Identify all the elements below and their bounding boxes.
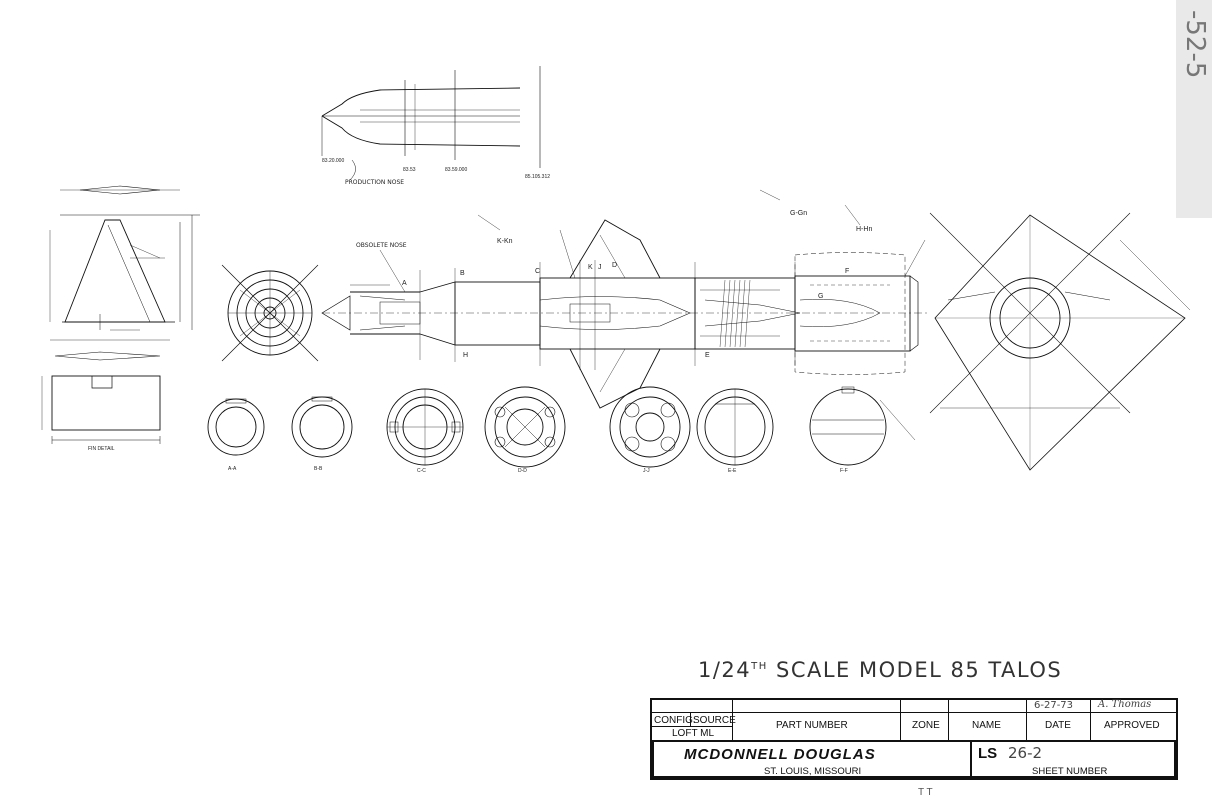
title-fraction: 1/24 xyxy=(698,658,752,682)
zone-label: ZONE xyxy=(912,720,940,731)
obsolete-nose-label: OBSOLETE NOSE xyxy=(356,242,407,249)
nose-station-3: 83.59.000 xyxy=(445,167,468,173)
callout-j: J xyxy=(598,264,602,271)
section-d-d xyxy=(484,386,566,468)
production-nose-label: PRODUCTION NOSE xyxy=(345,179,405,186)
title-text: SCALE MODEL 85 TALOS xyxy=(776,658,1063,682)
callout-k: K xyxy=(588,264,593,271)
approver-signature: A. Thomas xyxy=(1098,699,1152,710)
sheet-number-value: 26-2 xyxy=(1008,744,1043,762)
corner-note: -52-5 xyxy=(1180,10,1210,79)
callout-c: C xyxy=(535,268,541,275)
tb-rule-4 xyxy=(690,712,691,726)
missile-side-view xyxy=(321,189,930,409)
callout-a: A xyxy=(402,280,407,287)
company-box: MCDONNELL DOUGLAS ST. LOUIS, MISSOURI xyxy=(652,740,972,778)
section-label-c: C-C xyxy=(417,468,426,474)
section-label-e: E-E xyxy=(728,468,737,474)
config-label: CONFIG. xyxy=(654,715,696,726)
booster-end-view xyxy=(929,212,1191,471)
sheet-box: LS 26-2 SHEET NUMBER xyxy=(970,740,1176,778)
section-label-j: J-J xyxy=(643,468,650,474)
nose-station-4: 85.105.312 xyxy=(525,174,551,180)
fin-detail-view xyxy=(41,185,200,444)
view-label-h: H-Hn xyxy=(856,226,873,233)
name-label: NAME xyxy=(972,720,1001,731)
title-suffix: TH xyxy=(751,661,768,672)
tb-rule-6 xyxy=(900,700,901,740)
footer-mark: T T xyxy=(918,787,933,798)
scan-edge xyxy=(1176,0,1212,218)
section-label-b: B-B xyxy=(314,466,323,472)
callout-g: G xyxy=(818,293,824,300)
tb-rule-9 xyxy=(1090,700,1091,740)
section-label-d: D-D xyxy=(518,468,527,474)
production-nose-view xyxy=(321,66,541,181)
tb-rule-5 xyxy=(732,700,733,740)
callout-f: F xyxy=(845,268,850,275)
source-label: SOURCE xyxy=(693,715,736,726)
section-c-c xyxy=(386,388,464,466)
callout-d: D xyxy=(612,262,618,269)
section-b-b xyxy=(291,396,353,458)
sheet-prefix: LS xyxy=(978,745,998,762)
date-label: DATE xyxy=(1045,720,1071,731)
tb-rule-2 xyxy=(652,726,732,727)
nose-station-2: 83.53 xyxy=(403,167,416,173)
tb-rule-8 xyxy=(1026,700,1027,740)
tb-rule-1 xyxy=(652,712,1176,713)
date-value: 6-27-73 xyxy=(1034,700,1074,711)
loft-label: LOFT ML xyxy=(672,728,715,739)
section-a-a xyxy=(207,398,265,456)
section-j-j xyxy=(609,386,691,468)
view-label-k: K-Kn xyxy=(497,238,513,245)
tb-rule-7 xyxy=(948,700,949,740)
drawing-title: 1/24TH SCALE MODEL 85 TALOS xyxy=(698,658,1062,682)
section-e-e xyxy=(696,388,774,466)
callout-e: E xyxy=(705,352,710,359)
nose-station-1: 83.20.000 xyxy=(322,158,345,164)
section-f-f xyxy=(809,386,916,466)
approved-label: APPROVED xyxy=(1104,720,1160,731)
section-label-f: F-F xyxy=(840,468,848,474)
company-city: ST. LOUIS, MISSOURI xyxy=(764,766,862,777)
fin-detail-label: FIN DETAIL xyxy=(88,446,115,452)
part-number-label: PART NUMBER xyxy=(776,720,848,731)
callout-h: H xyxy=(463,352,469,359)
view-label-g: G-Gn xyxy=(790,210,808,217)
title-block: CONFIG. SOURCE LOFT ML PART NUMBER ZONE … xyxy=(650,698,1178,780)
company-name: MCDONNELL DOUGLAS xyxy=(684,746,876,763)
section-label-a: A-A xyxy=(228,466,237,472)
section-views xyxy=(207,386,916,468)
tail-end-view xyxy=(221,264,319,362)
sheet-number-label: SHEET NUMBER xyxy=(1032,766,1108,777)
callout-b: B xyxy=(460,270,465,277)
